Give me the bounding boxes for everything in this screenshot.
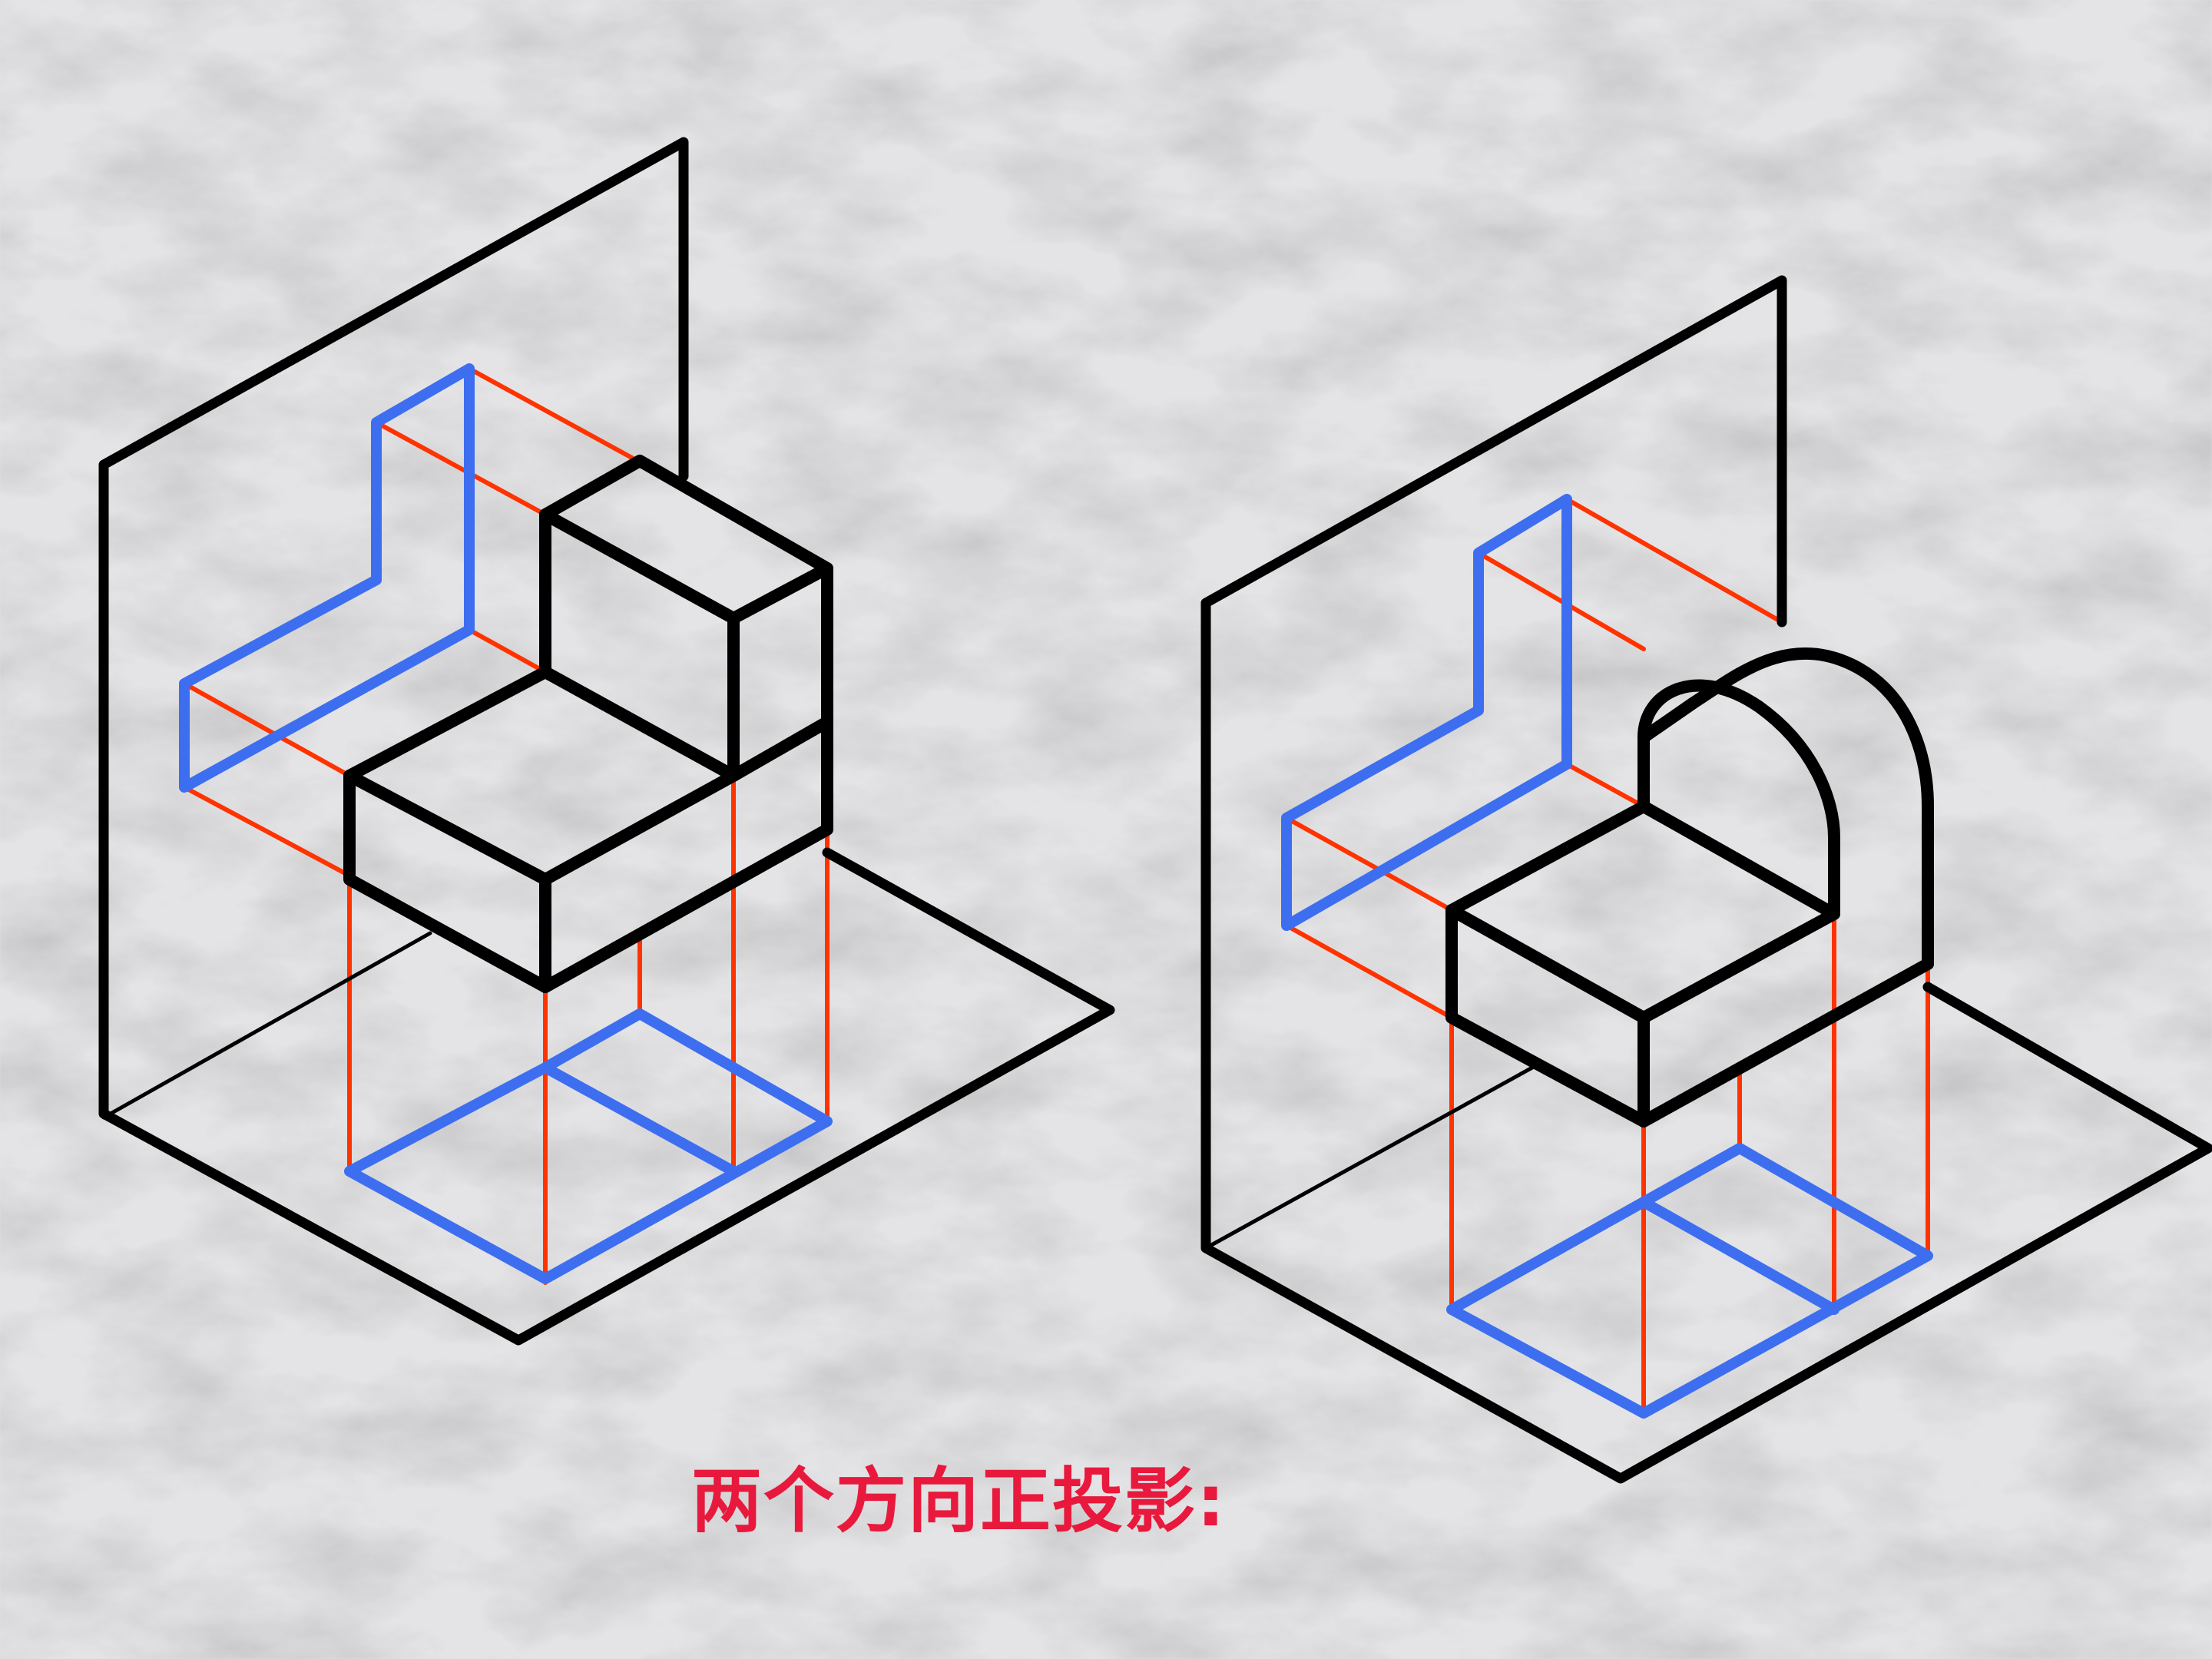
left-top-view	[344, 1008, 833, 1284]
left-ground-axis	[101, 931, 432, 1120]
slide-caption: 两个方向正投影:	[691, 1460, 1227, 1542]
right-top-view	[1446, 1143, 1933, 1419]
left-side-view	[179, 363, 475, 793]
left-projection-planes	[98, 137, 1115, 1346]
right-side-view	[1281, 494, 1572, 931]
left-projector-lines	[182, 366, 830, 1285]
right-projector-lines	[1284, 497, 1930, 1416]
right-figure	[1200, 275, 2212, 1484]
left-figure	[98, 137, 1115, 1346]
right-solid-object	[1445, 647, 1934, 1128]
left-solid-object	[343, 455, 833, 993]
right-projection-planes	[1200, 275, 2212, 1484]
right-ground-axis	[1204, 1065, 1535, 1250]
